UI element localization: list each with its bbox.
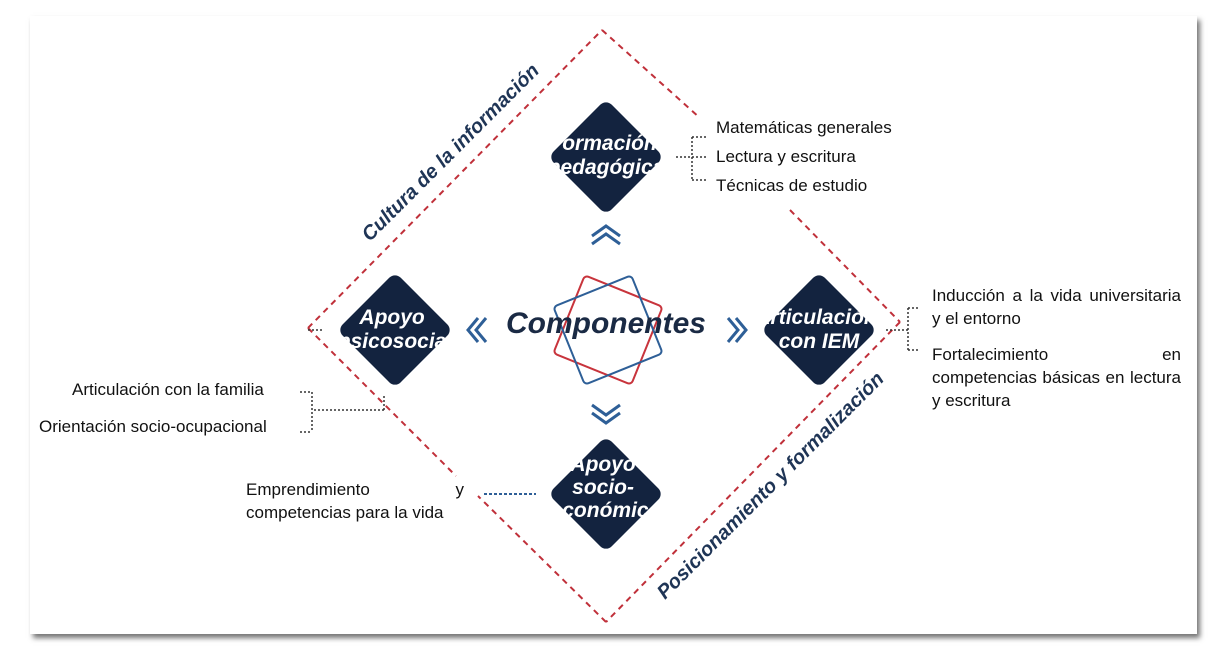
dashed-frame	[307, 29, 901, 623]
svg-text:Formación pedagógica: Formación pedagógica	[547, 132, 665, 179]
node-top-line-1: Formación	[549, 132, 656, 155]
node-articulacion-con-iem: Articulación con IEM	[754, 275, 882, 385]
node-bottom-line-3: económico	[551, 499, 662, 522]
node-top-line-2: pedagógica	[547, 156, 665, 179]
node-apoyo-socioeconomico: Apoyo socio- económico	[551, 439, 662, 549]
node-left-line-1: Apoyo	[358, 306, 425, 329]
node-left-line-2: psicosocial	[337, 330, 454, 353]
svg-text:Apoyo socio- econó: Apoyo socio- económico	[551, 453, 662, 522]
detail-right-item-1: Inducción a la vida universitaria y el e…	[932, 286, 1181, 328]
detail-right-item-2: Fortalecimiento en competencias básicas …	[932, 345, 1181, 410]
dashed-line-bottom-right	[605, 321, 901, 623]
center-squares-icon	[553, 275, 663, 385]
node-bottom-line-1: Apoyo	[569, 453, 636, 476]
center-square-blue	[553, 275, 663, 385]
chevron-down-icon	[591, 403, 621, 425]
detail-top-item-1: Matemáticas generales	[716, 118, 892, 137]
node-right-line-1: Articulación	[754, 306, 876, 329]
chevron-up-icon	[591, 224, 621, 246]
detail-top-item-2: Lectura y escritura	[716, 147, 856, 166]
detail-bottom-item-1: Emprendimiento y competencias para la vi…	[246, 480, 464, 522]
chevron-right-icon	[726, 317, 748, 343]
dashed-line-right-upper	[789, 209, 901, 323]
band-label-bottom-right: Posicionamiento y formalización	[653, 368, 889, 604]
node-right-line-2: con IEM	[779, 330, 860, 353]
center-title: Componentes	[506, 307, 706, 340]
node-apoyo-psicosocial: Apoyo psicosocial	[337, 275, 454, 385]
detail-left-item-2: Orientación socio-ocupacional	[39, 417, 267, 436]
node-bottom-line-2: socio-	[572, 476, 634, 499]
dashed-line-top-right	[601, 29, 701, 119]
connectors	[300, 136, 920, 433]
dashed-line-left-lower	[307, 327, 457, 477]
svg-text:Apoyo psicosocial: Apoyo psicosocial	[337, 306, 454, 353]
center-square-red	[553, 275, 663, 385]
detail-top-item-3: Técnicas de estudio	[716, 176, 868, 195]
chevrons	[466, 224, 748, 425]
svg-text:Articulación con IEM: Articulación con IEM	[754, 306, 882, 353]
chevron-left-icon	[466, 317, 488, 343]
band-label-top-left: Cultura de la información	[358, 60, 544, 246]
dashed-line-bottom-left	[477, 495, 607, 623]
detail-left-item-1: Articulación con la familia	[72, 380, 264, 399]
node-formacion-pedagogica: Formación pedagógica	[547, 102, 665, 212]
dashed-line-top-left	[307, 29, 603, 329]
